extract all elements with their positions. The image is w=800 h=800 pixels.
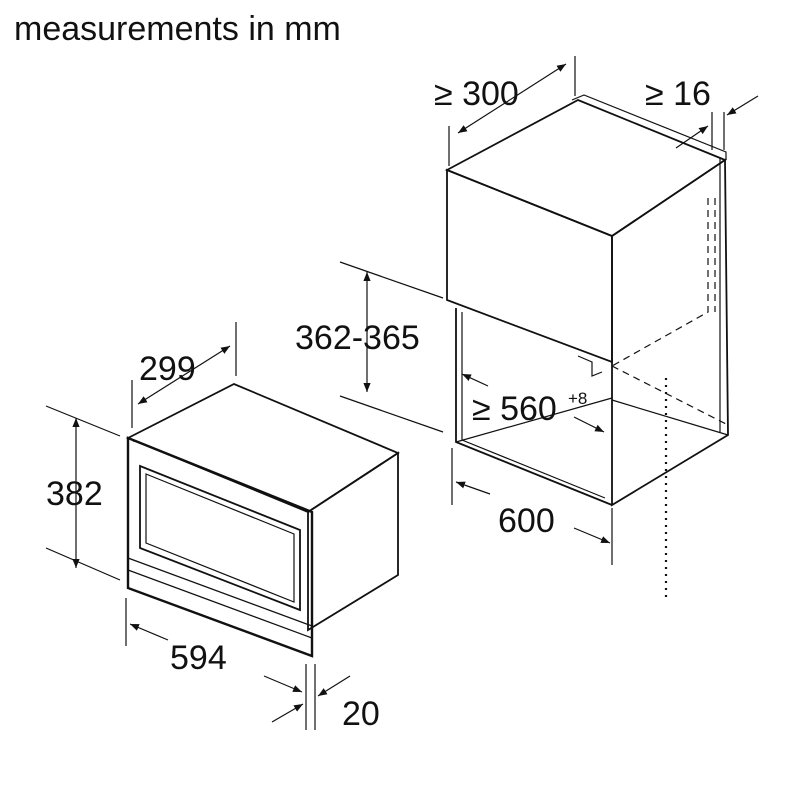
cabinet-dimension-arrows xyxy=(363,63,759,544)
cabinet-depth-label: ≥ 300 xyxy=(434,75,519,113)
appliance-width-arrow-left xyxy=(129,623,169,641)
side-gap-arrow-right xyxy=(726,95,759,116)
front-thickness-arrow-left xyxy=(271,703,304,723)
niche-depth-arrow-right xyxy=(573,416,605,433)
cabinet-front-face xyxy=(446,168,613,364)
appliance-side-face xyxy=(307,451,399,632)
cabinet-top-face xyxy=(444,99,727,238)
side-gap-arrow-left xyxy=(675,125,709,149)
appliance-depth-label: 299 xyxy=(139,350,196,388)
niche-width-arrow-left xyxy=(455,481,491,495)
side-gap-label: ≥ 16 xyxy=(645,75,711,113)
appliance-width-label: 594 xyxy=(170,639,227,677)
cabinet-rear-edge xyxy=(571,94,727,160)
niche-depth-label: ≥ 560 xyxy=(472,390,557,428)
appliance-width-arrow-right xyxy=(263,675,303,693)
ventilation-slot xyxy=(577,355,603,377)
cabinet-depth-arrow xyxy=(457,63,567,134)
niche-height-label: 362-365 xyxy=(295,319,420,357)
cabinet-side-panel xyxy=(611,158,729,507)
niche-depth-arrow-left xyxy=(461,373,489,387)
control-strip xyxy=(127,557,313,627)
front-thickness-label: 20 xyxy=(342,695,380,733)
door-window xyxy=(139,464,301,612)
appliance-depth-arrow xyxy=(137,345,231,405)
diagram-title: measurements in mm xyxy=(14,10,341,48)
appliance-dimension-arrows xyxy=(72,345,351,723)
niche-depth-tolerance: +8 xyxy=(568,389,587,408)
appliance-height-label: 382 xyxy=(46,475,103,513)
appliance xyxy=(45,322,400,730)
cabinet-niche xyxy=(339,56,729,602)
niche-width-label: 600 xyxy=(498,502,555,540)
hidden-side-edge xyxy=(611,198,709,367)
front-thickness-arrow-right xyxy=(317,675,351,697)
niche-width-arrow-right xyxy=(573,527,611,544)
